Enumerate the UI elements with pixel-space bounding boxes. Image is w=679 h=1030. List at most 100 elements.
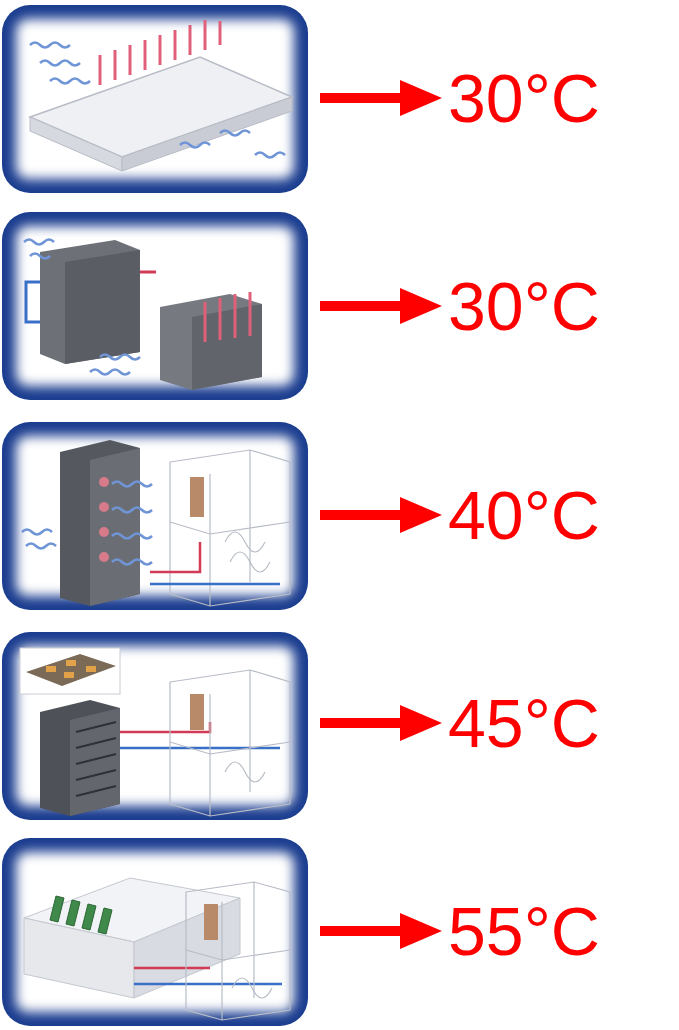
rack-slot bbox=[76, 722, 116, 796]
hot-air-arrow bbox=[144, 40, 147, 70]
fan-spot bbox=[99, 477, 109, 487]
panel-cold-plate bbox=[2, 632, 308, 820]
server-boards bbox=[50, 896, 112, 934]
unit-frame bbox=[170, 450, 290, 606]
air-wave bbox=[220, 131, 250, 136]
unit-frame bbox=[186, 882, 290, 1020]
rack bbox=[60, 440, 140, 606]
hot-air bbox=[205, 292, 250, 342]
cabinet-front bbox=[65, 250, 140, 364]
air-wave bbox=[112, 534, 152, 539]
hot-air-arrow bbox=[159, 35, 162, 65]
air-wave bbox=[40, 61, 80, 66]
rack bbox=[40, 700, 120, 816]
cool-air bbox=[30, 43, 285, 158]
hot-air-arrow bbox=[129, 45, 132, 75]
water-pipe bbox=[134, 967, 210, 970]
air-wave bbox=[30, 43, 70, 48]
arrow bbox=[320, 80, 442, 116]
server-board bbox=[82, 904, 96, 930]
rack-slots bbox=[76, 722, 116, 796]
arrow bbox=[320, 288, 442, 324]
hot-air-arrow bbox=[205, 292, 250, 342]
cold-plate bbox=[46, 666, 56, 672]
heat-exchanger bbox=[204, 904, 218, 940]
cooling-unit bbox=[170, 450, 290, 606]
air-wave bbox=[100, 355, 140, 360]
heat-exchanger bbox=[190, 477, 204, 517]
air-wave bbox=[30, 254, 50, 259]
cold-plate bbox=[64, 672, 74, 678]
rack-front bbox=[70, 708, 120, 816]
cold-plate bbox=[86, 666, 96, 672]
hot-air-arrow bbox=[174, 30, 177, 60]
server-board bbox=[50, 896, 64, 922]
panel-frame bbox=[2, 422, 308, 610]
water-pipe bbox=[134, 983, 282, 986]
fan-spot bbox=[99, 552, 109, 562]
cold-plates bbox=[46, 660, 96, 678]
temperature-label: 40°C bbox=[448, 481, 600, 549]
hot-air-arrow bbox=[114, 50, 117, 80]
panel-frame bbox=[2, 5, 308, 193]
server-board bbox=[66, 900, 80, 926]
air-wave bbox=[112, 482, 152, 487]
cooling-unit bbox=[186, 882, 290, 1020]
arrow bbox=[320, 913, 442, 949]
cooling-unit bbox=[170, 670, 290, 816]
unit-outline bbox=[186, 882, 290, 1020]
water-pipe bbox=[150, 542, 200, 572]
temperature-label: 30°C bbox=[448, 64, 600, 132]
panel-cabinets bbox=[2, 212, 308, 400]
heat-exchanger bbox=[190, 694, 204, 730]
cool-air bbox=[22, 482, 152, 565]
panel-rack-door bbox=[2, 422, 308, 610]
air-wave bbox=[255, 153, 285, 158]
panel-ground bbox=[16, 436, 294, 596]
cool-air bbox=[24, 240, 140, 375]
air-wave bbox=[112, 508, 152, 513]
cabinet bbox=[40, 240, 140, 364]
circuit-board bbox=[26, 654, 116, 686]
water-pipe bbox=[26, 282, 40, 322]
panel-frame bbox=[2, 632, 308, 820]
rack-front bbox=[90, 448, 140, 606]
panel-frame bbox=[2, 212, 308, 400]
air-wave bbox=[112, 560, 152, 565]
floor-front bbox=[122, 97, 292, 171]
water-pipe bbox=[140, 271, 156, 274]
panel-immersion bbox=[2, 838, 308, 1026]
temperature-label: 45°C bbox=[448, 689, 600, 757]
hot-air-arrow bbox=[189, 25, 192, 55]
red-arrows bbox=[320, 80, 442, 949]
hot-air-arrow bbox=[204, 20, 207, 50]
air-wave bbox=[180, 143, 210, 148]
panel-ground bbox=[16, 852, 294, 1012]
hot-air-arrow bbox=[219, 21, 222, 45]
detail-inset bbox=[20, 648, 120, 694]
fan-spot bbox=[99, 527, 109, 537]
panel-room bbox=[2, 5, 308, 193]
panel-frame bbox=[2, 838, 308, 1026]
air-wave bbox=[90, 370, 130, 375]
hot-air-arrow bbox=[99, 55, 102, 85]
arrow bbox=[320, 705, 442, 741]
air-wave bbox=[50, 79, 90, 84]
water-pipe bbox=[150, 583, 280, 586]
server-board bbox=[98, 908, 112, 934]
temperature-label: 55°C bbox=[448, 897, 600, 965]
hot-air bbox=[100, 20, 220, 85]
air-wave bbox=[26, 544, 56, 549]
air-wave bbox=[22, 530, 52, 535]
unit-pipes bbox=[225, 762, 265, 782]
cold-plate bbox=[66, 660, 76, 666]
unit-pipes bbox=[225, 532, 270, 572]
fan-spots bbox=[99, 477, 109, 562]
panel-ground bbox=[16, 19, 294, 179]
cabinet bbox=[160, 294, 262, 390]
unit-outline bbox=[170, 450, 290, 606]
air-wave bbox=[24, 240, 54, 245]
unit-outline bbox=[170, 670, 290, 816]
arrow bbox=[320, 497, 442, 533]
